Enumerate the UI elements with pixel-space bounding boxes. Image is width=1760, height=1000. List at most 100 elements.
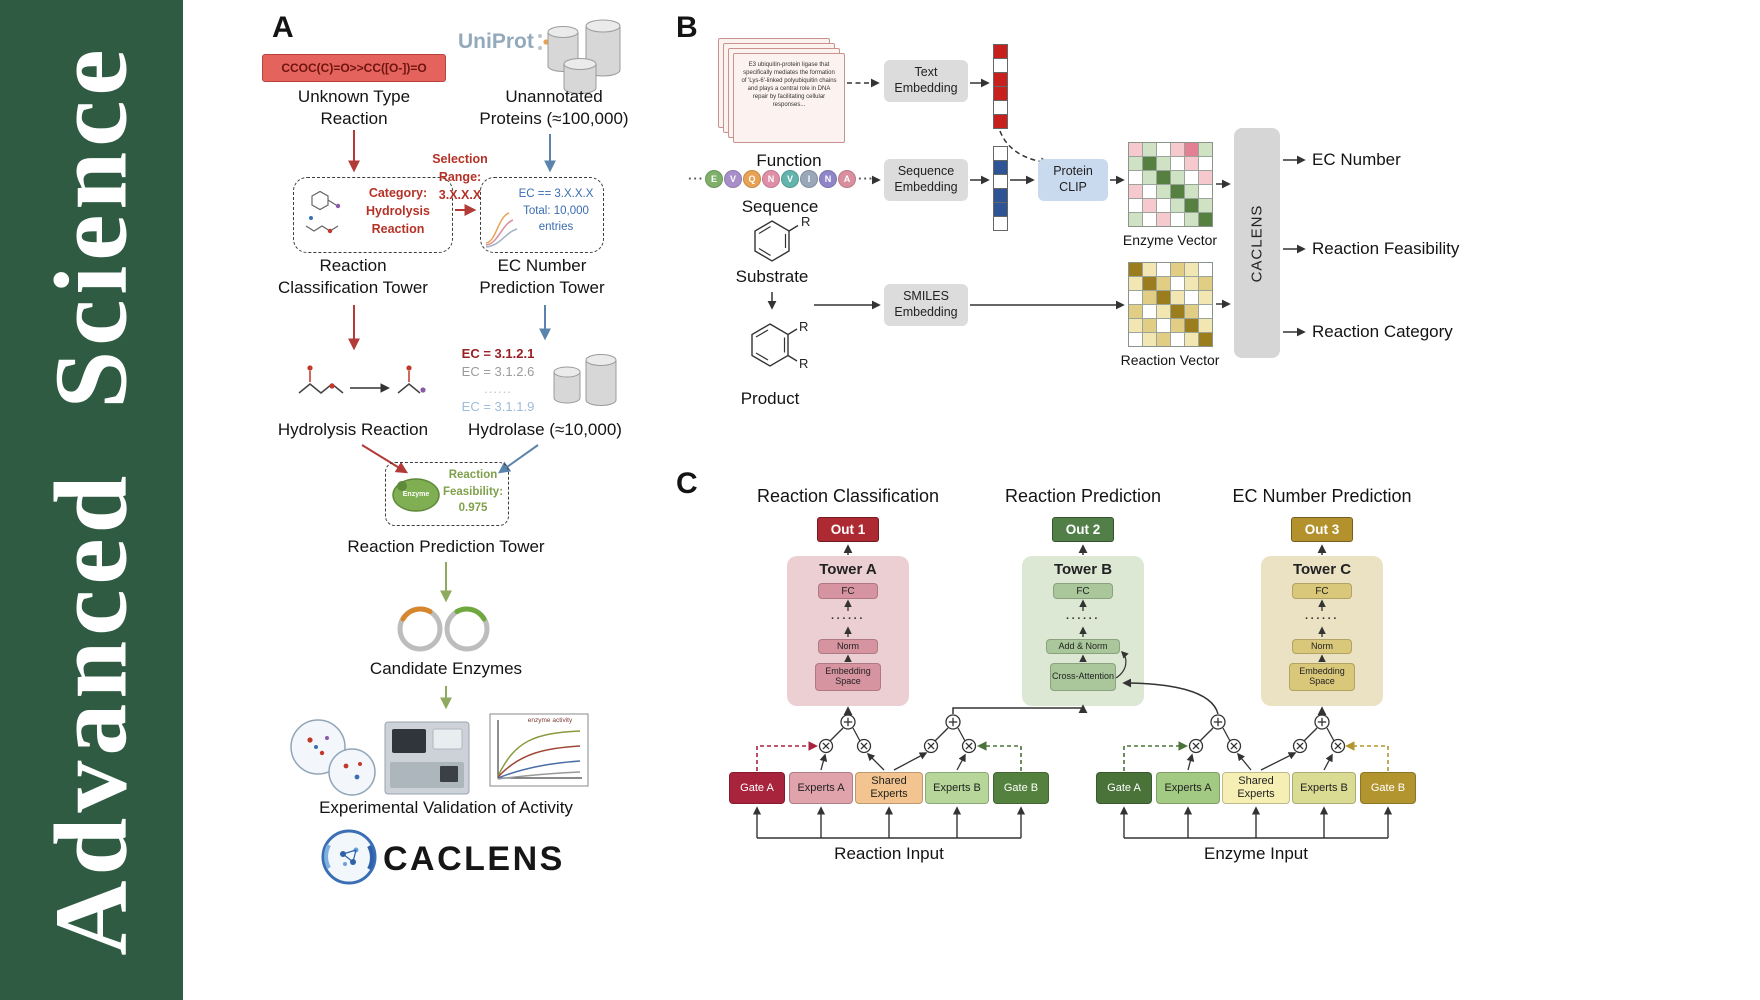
label-line: 3.X.X.X <box>438 188 482 203</box>
output-ec-number: EC Number <box>1312 150 1401 169</box>
substituent-label: R <box>799 356 809 371</box>
journal-name: Advanced Science <box>33 44 149 956</box>
out2-box: Out 2 <box>1052 517 1114 542</box>
header-ec-number-prediction: EC Number Prediction <box>1232 486 1412 506</box>
label-line: Reaction <box>448 469 498 481</box>
protein-clip-box: Protein CLIP <box>1038 159 1108 201</box>
label-line: Total: 10,000 <box>523 204 589 217</box>
out3-box: Out 3 <box>1291 517 1353 542</box>
add-norm-box: Add & Norm <box>1046 639 1120 654</box>
out1-box: Out 1 <box>817 517 879 542</box>
reaction-vector-label: Reaction Vector <box>1120 352 1220 368</box>
residue-circle: E <box>705 170 723 188</box>
out1-label: Out 1 <box>830 522 866 537</box>
residue-circle: Q <box>743 170 761 188</box>
residue-circle: I <box>800 170 818 188</box>
category-label: Category: Hydrolysis Reaction <box>352 184 444 238</box>
hydrolysis-reaction-label: Hydrolysis Reaction <box>277 420 429 439</box>
label-line: 0.975 <box>458 502 488 515</box>
reaction-prediction-tower-label: Reaction Prediction Tower <box>347 537 545 556</box>
caclens-logo-icon <box>321 829 377 885</box>
sequence-label: Sequence <box>741 197 819 216</box>
list-item: EC = 3.1.1.9 <box>461 398 535 414</box>
tower-b-dots: ······ <box>1066 613 1100 625</box>
label-line: Sequence <box>897 164 955 179</box>
shared-experts-box: Shared Experts <box>1222 772 1290 804</box>
fc-box: FC <box>818 583 878 599</box>
residue-circle: V <box>781 170 799 188</box>
sequence-ellipsis: ··· <box>688 171 704 186</box>
residue-circle: V <box>724 170 742 188</box>
label-line: Selection <box>432 152 488 166</box>
plasmid-icon <box>397 606 490 652</box>
label-line: Unannotated <box>505 87 603 106</box>
fc-box: FC <box>1292 583 1352 599</box>
tower-c-dots: ······ <box>1305 613 1339 625</box>
label-line: Reaction <box>371 222 425 237</box>
residue-circle: A <box>838 170 856 188</box>
enzyme-blob-label: Enzyme <box>402 491 430 498</box>
header-reaction-classification: Reaction Classification <box>756 486 940 506</box>
uniprot-logo-dots <box>538 34 549 50</box>
selection-range-label: Selection Range: 3.X.X.X <box>429 150 491 204</box>
label-line: EC == 3.X.X.X <box>518 188 594 200</box>
label-line: Category: <box>368 186 428 200</box>
function-card: E3 ubiquitin-protein ligase that specifi… <box>733 53 845 143</box>
panel-b-label: B <box>676 11 698 44</box>
sequence-embedding-box: Sequence Embedding <box>884 159 968 201</box>
caclens-wordmark: CACLENS <box>383 840 565 878</box>
sequence-embedding-vector <box>993 146 1008 231</box>
enzyme-input-label: Enzyme Input <box>1204 844 1308 863</box>
text-embedding-vector <box>993 44 1008 129</box>
reaction-smiles: CCOC(C)=O>>CC([O-])=O <box>281 61 427 75</box>
reaction-vector-matrix <box>1128 262 1213 347</box>
reaction-smiles-box: CCOC(C)=O>>CC([O-])=O <box>262 54 446 82</box>
gate-a-box: Gate A <box>1096 772 1152 804</box>
function-label: Function <box>756 151 822 170</box>
tower-a-dots: ······ <box>831 613 865 625</box>
cross-attention-box: Cross-Attention <box>1050 663 1116 691</box>
reaction-classification-tower-label: Reaction Classification Tower <box>266 255 440 299</box>
candidate-enzymes-label: Candidate Enzymes <box>369 659 523 678</box>
label-line: Range: <box>438 170 482 185</box>
ec-candidates-list: EC = 3.1.2.1 EC = 3.1.2.6 ...... EC = 3.… <box>452 345 544 415</box>
header-reaction-prediction: Reaction Prediction <box>1004 486 1162 506</box>
out3-label: Out 3 <box>1304 522 1340 537</box>
function-text: E3 ubiquitin-protein ligase that specifi… <box>741 62 837 109</box>
experts-a-box: Experts A <box>789 772 853 804</box>
substrate-molecule-icon <box>754 220 799 262</box>
label-line: Text <box>914 65 938 80</box>
experts-b-box: Experts B <box>1292 772 1356 804</box>
activity-plot-title: enzyme activity <box>527 717 573 724</box>
label-line: EC Number <box>497 256 587 275</box>
caclens-module: CACLENS <box>1234 128 1280 358</box>
label-line: CLIP <box>1059 180 1087 194</box>
reaction-input-label: Reaction Input <box>834 844 944 863</box>
label-line: SMILES <box>903 289 949 304</box>
output-reaction-feasibility: Reaction Feasibility <box>1312 239 1460 258</box>
reaction-feasibility-dashed-box <box>385 462 509 526</box>
ec-prediction-dashed-box <box>480 177 604 253</box>
experts-a-box: Experts A <box>1156 772 1220 804</box>
label-line: entries <box>538 221 574 234</box>
database-icon <box>553 354 617 406</box>
unknown-reaction-label: Unknown Type Reaction <box>282 86 426 130</box>
panel-c-label: C <box>676 467 698 500</box>
label-line: Embedding <box>894 180 958 194</box>
feasibility-label: Reaction Feasibility: 0.975 <box>440 467 506 517</box>
sequence-ellipsis: ··· <box>858 171 874 186</box>
label-line: Reaction <box>319 256 387 275</box>
label-line: Reaction <box>320 109 388 129</box>
shared-experts-box: Shared Experts <box>855 772 923 804</box>
enzyme-vector-label: Enzyme Vector <box>1122 232 1218 248</box>
gate-a-box: Gate A <box>729 772 785 804</box>
gate-b-box: Gate B <box>1360 772 1416 804</box>
database-icon <box>547 19 621 94</box>
norm-box: Norm <box>1292 639 1352 654</box>
list-item: ...... <box>484 381 512 397</box>
ec-selection-label: EC == 3.X.X.X Total: 10,000 entries <box>512 186 600 236</box>
panel-a-label: A <box>272 11 294 44</box>
caclens-module-label: CACLENS <box>1248 204 1266 282</box>
embedding-space-box: Embedding Space <box>815 663 881 691</box>
